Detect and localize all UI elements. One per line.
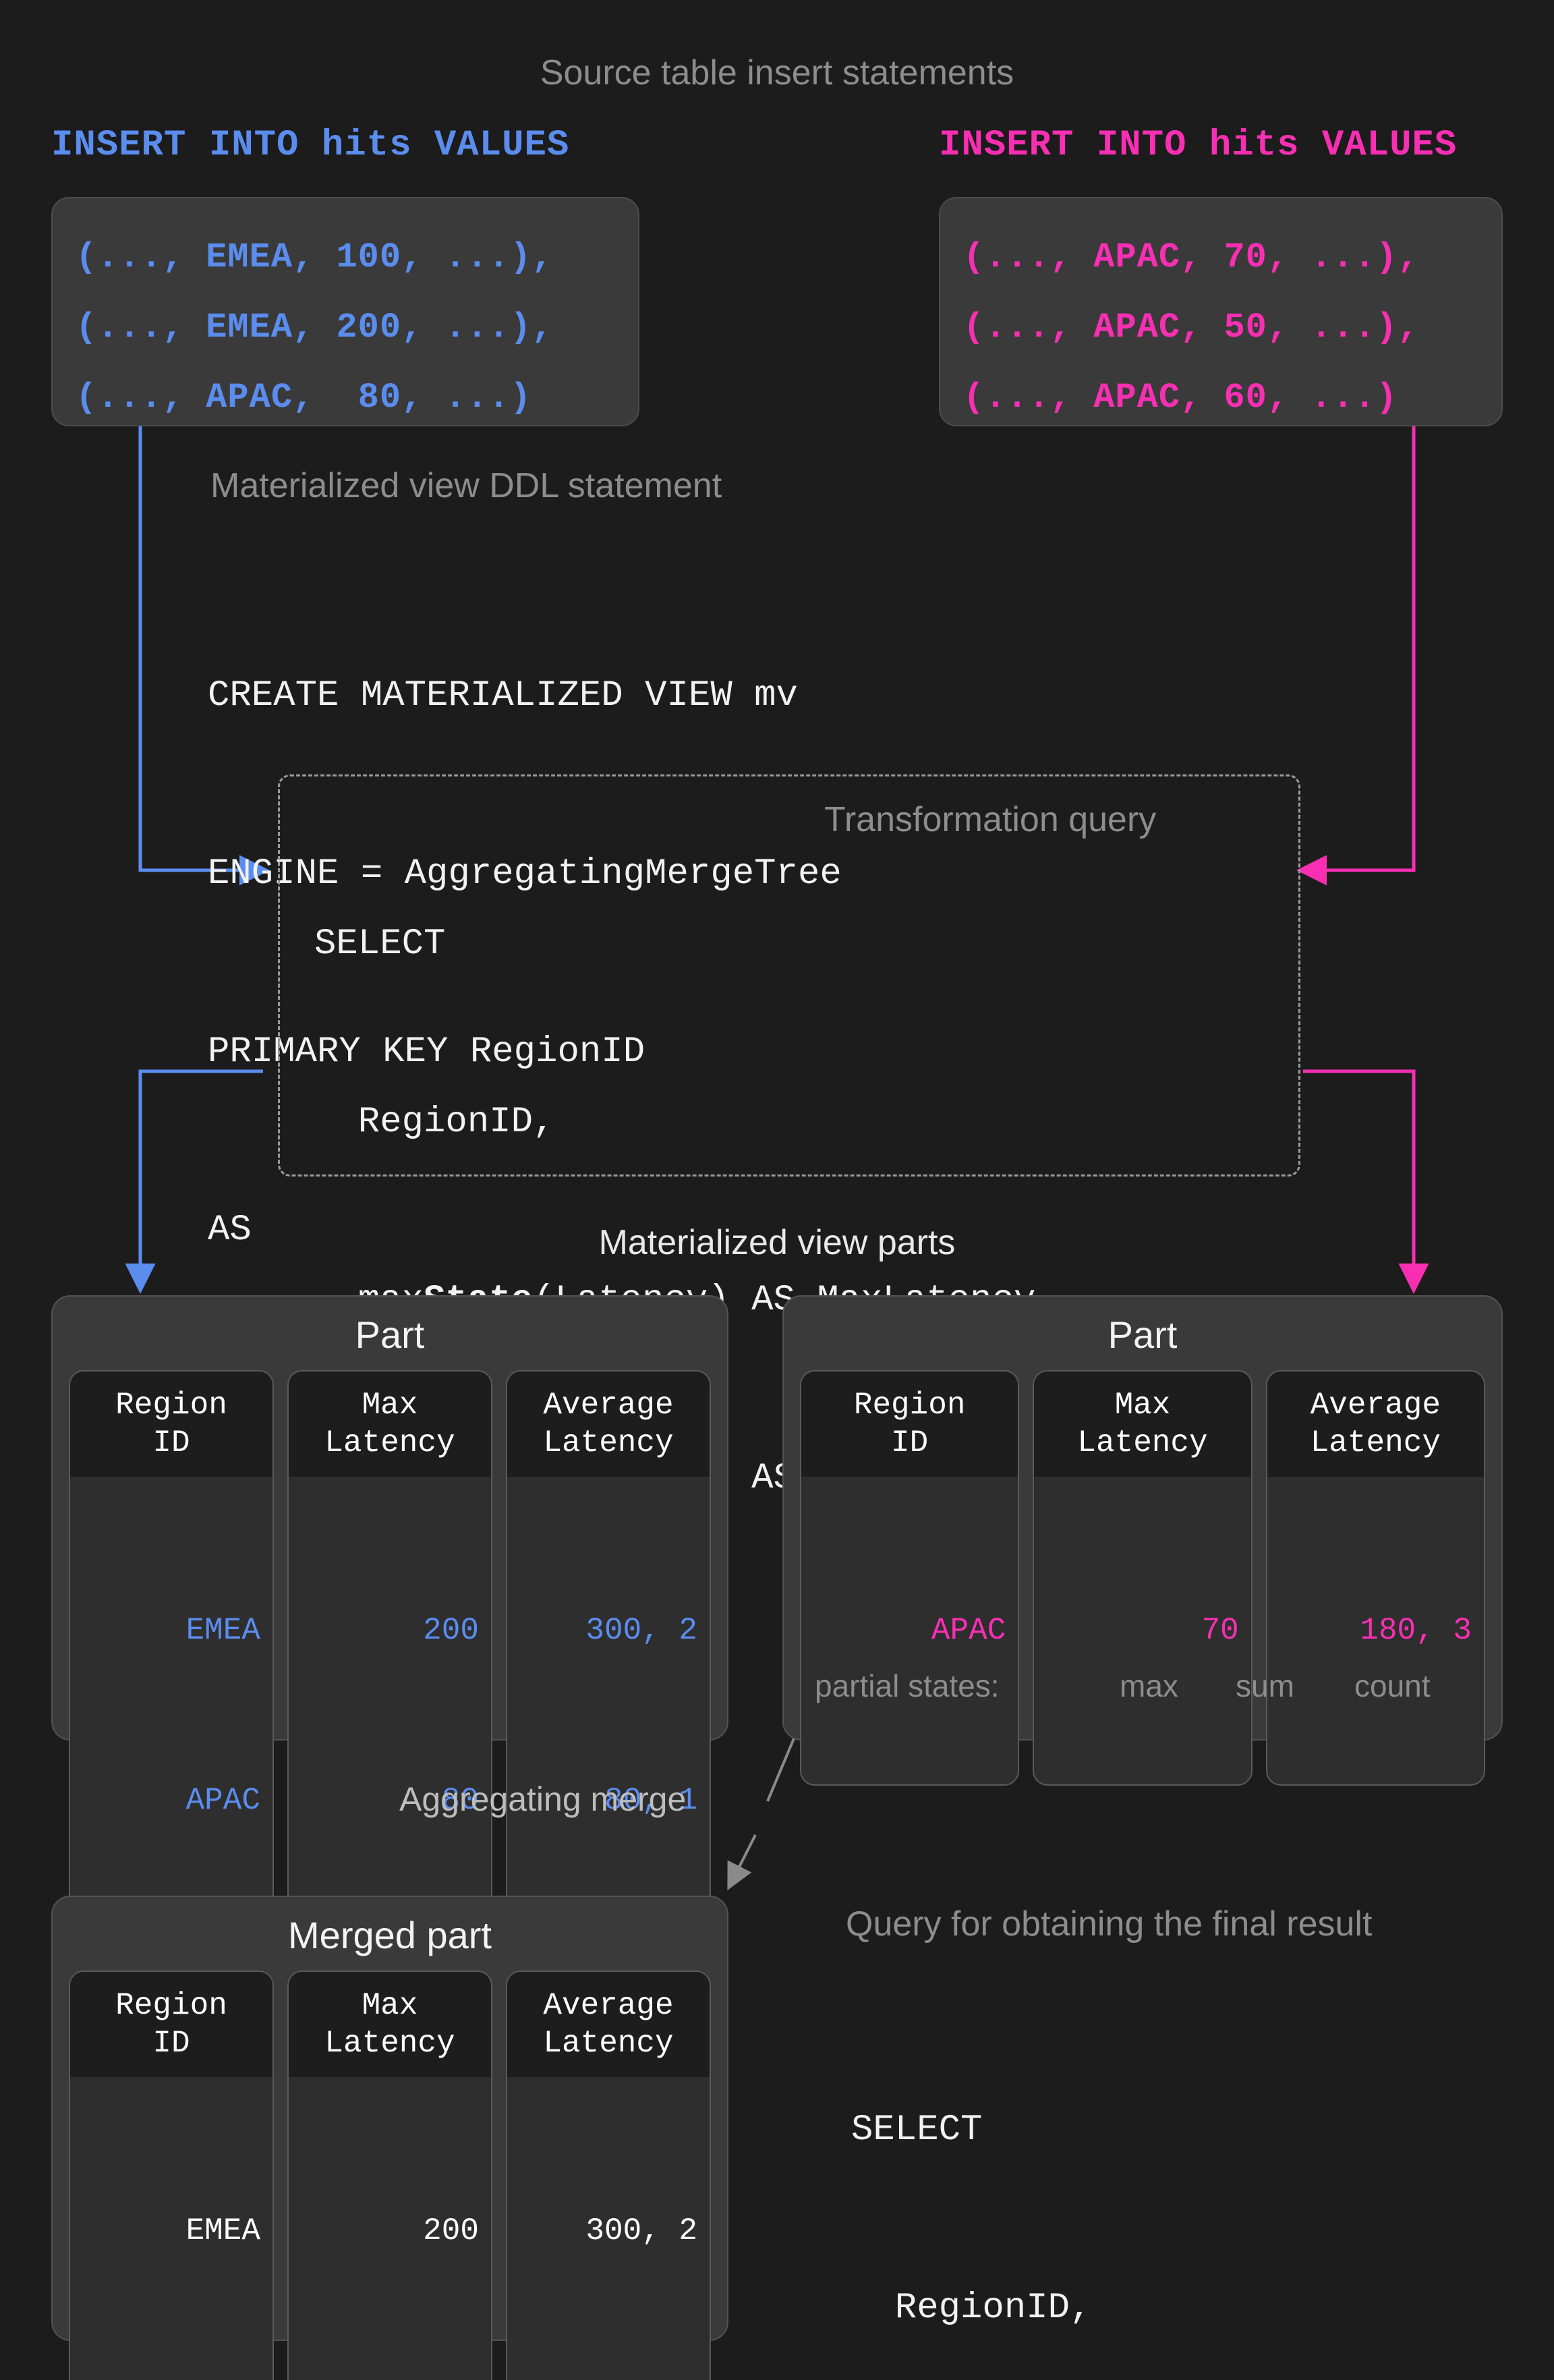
column-body: 300, 2 260, 4 bbox=[507, 2077, 710, 2380]
column-header: Region ID bbox=[70, 1371, 272, 1477]
cell-region: APAC bbox=[185, 1783, 260, 1818]
insert-row: (..., EMEA, 200, ...), bbox=[76, 308, 554, 347]
cell-max: 80 bbox=[301, 2373, 479, 2380]
cell-max: 80 bbox=[441, 1783, 479, 1818]
source-section-caption: Source table insert statements bbox=[540, 53, 1014, 92]
insert-row: (..., APAC, 60, ...) bbox=[963, 378, 1398, 418]
column-average-latency: Average Latency 180, 3 bbox=[1265, 1370, 1485, 1786]
cell-avg: 260, 4 bbox=[519, 2373, 697, 2380]
column-body: 200 80 bbox=[289, 1477, 491, 1954]
transformation-query-caption: Transformation query bbox=[824, 800, 1157, 839]
cell-avg: 180, 3 bbox=[1360, 1613, 1472, 1648]
column-header: Region ID bbox=[70, 1972, 272, 2077]
partial-state-max: max bbox=[1120, 1668, 1178, 1703]
partial-states-label: partial states: bbox=[815, 1668, 1000, 1703]
arrow-query-to-right-part bbox=[1303, 1069, 1429, 1294]
insert-heading-right: INSERT INTO hits VALUES bbox=[939, 125, 1458, 166]
cell-max: 200 bbox=[423, 2213, 479, 2248]
column-region-id: Region ID EMEA APAC bbox=[69, 1370, 274, 1956]
column-region-id: Region ID APAC bbox=[800, 1370, 1020, 1786]
cell-avg: 300, 2 bbox=[585, 2213, 697, 2248]
insert-values-box-right: (..., APAC, 70, ...), (..., APAC, 50, ..… bbox=[939, 197, 1503, 426]
column-body: 300, 2 80, 1 bbox=[507, 1477, 710, 1954]
column-header: Average Latency bbox=[1267, 1371, 1484, 1477]
column-max-latency: Max Latency 70 bbox=[1033, 1370, 1253, 1786]
ddl-line: CREATE MATERIALIZED VIEW mv bbox=[208, 675, 798, 716]
column-average-latency: Average Latency 300, 2 80, 1 bbox=[506, 1370, 711, 1956]
column-header: Max Latency bbox=[289, 1972, 491, 2077]
cell-region: APAC bbox=[82, 2373, 260, 2380]
cell-max: 70 bbox=[1201, 1613, 1239, 1648]
transformation-query-box bbox=[278, 774, 1300, 1177]
part-title: Part bbox=[1107, 1313, 1178, 1356]
column-body: 70 bbox=[1034, 1477, 1250, 1784]
tq-line-region: RegionID, bbox=[314, 1102, 555, 1143]
partial-state-sum: sum bbox=[1236, 1668, 1294, 1703]
insert-heading-left: INSERT INTO hits VALUES bbox=[51, 125, 570, 166]
insert-row: (..., EMEA, 100, ...), bbox=[76, 237, 554, 277]
insert-row: (..., APAC, 70, ...), bbox=[963, 237, 1420, 277]
column-body: 200 80 bbox=[289, 2077, 491, 2380]
column-max-latency: Max Latency 200 80 bbox=[287, 1370, 492, 1956]
mv-part-right: Part Region ID APAC Max Latency 70 Avera… bbox=[782, 1295, 1503, 1786]
aggregating-merge-label: Aggregating merge bbox=[399, 1780, 687, 1818]
ddl-caption: Materialized view DDL statement bbox=[210, 466, 722, 505]
column-header: Average Latency bbox=[507, 1972, 710, 2077]
mv-part-left: Part Region ID EMEA APAC Max Latency 200… bbox=[51, 1295, 728, 1956]
insert-row: (..., APAC, 80, ...) bbox=[76, 378, 532, 418]
column-header: Max Latency bbox=[289, 1371, 491, 1477]
merged-part: Merged part Region ID EMEA APAC Max Late… bbox=[51, 1896, 728, 2380]
fq-line-region: RegionID, bbox=[851, 2288, 1092, 2329]
fq-line-select: SELECT bbox=[851, 2109, 983, 2151]
column-body: APAC bbox=[801, 1477, 1018, 1784]
final-query-text: SELECT RegionID, maxMerge(MaxLatency), a… bbox=[851, 1982, 1354, 2380]
column-header: Region ID bbox=[801, 1371, 1018, 1477]
column-body: EMEA APAC bbox=[70, 1477, 272, 1954]
merged-part-columns: Region ID EMEA APAC Max Latency 200 80 A… bbox=[53, 1957, 727, 2380]
merged-part-title: Merged part bbox=[288, 1914, 492, 1956]
column-header: Average Latency bbox=[507, 1371, 710, 1477]
insert-row: (..., APAC, 50, ...), bbox=[963, 308, 1420, 347]
tq-line-select: SELECT bbox=[314, 924, 446, 965]
cell-avg: 300, 2 bbox=[585, 1613, 697, 1648]
cell-region: EMEA bbox=[185, 1613, 260, 1648]
column-body: EMEA APAC bbox=[70, 2077, 272, 2380]
column-region-id: Region ID EMEA APAC bbox=[69, 1971, 274, 2380]
final-query-caption: Query for obtaining the final result bbox=[846, 1904, 1373, 1944]
ddl-line: PRIMARY KEY RegionID bbox=[208, 1031, 645, 1073]
column-average-latency: Average Latency 300, 2 260, 4 bbox=[506, 1971, 711, 2380]
ddl-line: ENGINE = AggregatingMergeTree bbox=[208, 853, 842, 895]
part-columns: Region ID EMEA APAC Max Latency 200 80 A… bbox=[53, 1357, 727, 1979]
arrow-right-insert-to-query bbox=[1296, 425, 1416, 886]
partial-state-count: count bbox=[1354, 1668, 1431, 1703]
insert-values-box-left: (..., EMEA, 100, ...), (..., EMEA, 200, … bbox=[51, 197, 639, 426]
cell-max: 200 bbox=[423, 1613, 479, 1648]
mv-parts-caption: Materialized view parts bbox=[598, 1223, 956, 1262]
cell-region: APAC bbox=[931, 1613, 1006, 1648]
part-columns: Region ID APAC Max Latency 70 Average La… bbox=[784, 1357, 1501, 1809]
column-header: Max Latency bbox=[1034, 1371, 1251, 1477]
part-title: Part bbox=[355, 1313, 425, 1356]
column-body: 180, 3 bbox=[1267, 1477, 1484, 1784]
cell-avg: 80, 1 bbox=[604, 1783, 697, 1818]
ddl-line: AS bbox=[208, 1210, 252, 1251]
column-max-latency: Max Latency 200 80 bbox=[287, 1971, 492, 2380]
ddl-statement: CREATE MATERIALIZED VIEW mv ENGINE = Agg… bbox=[208, 548, 842, 1379]
cell-region: EMEA bbox=[185, 2213, 260, 2248]
